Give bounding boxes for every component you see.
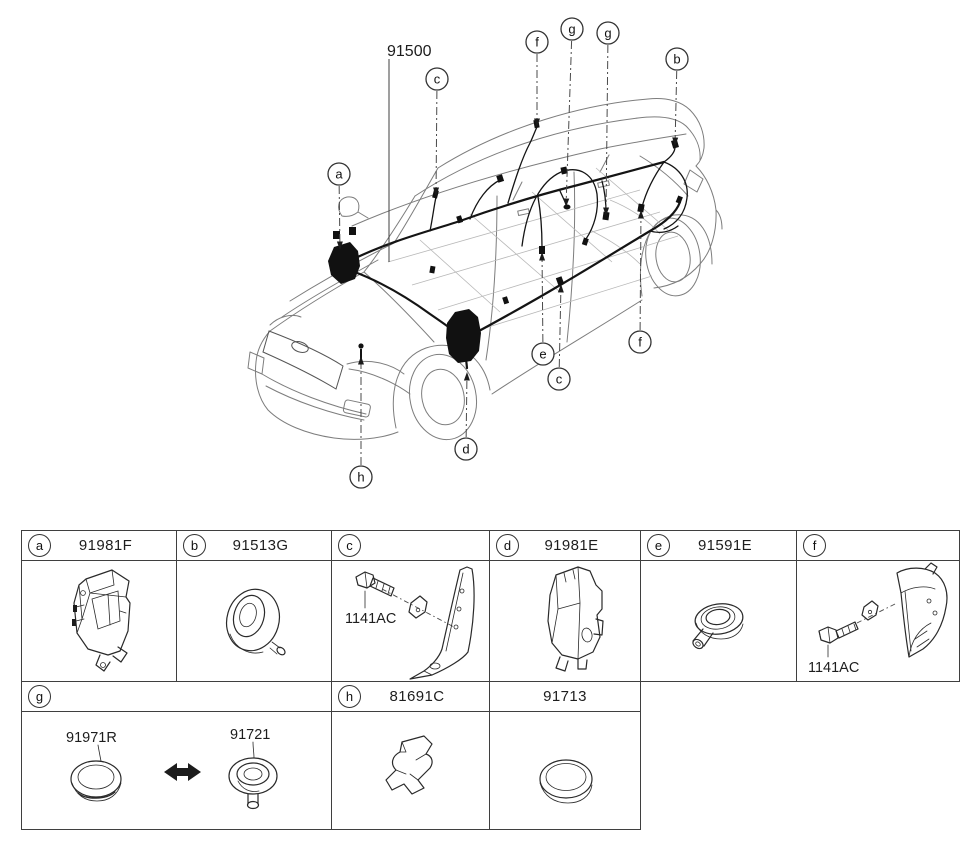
callout-circle-f (525, 30, 549, 54)
part-image-cell-b (176, 560, 332, 682)
part-image-cell-f: 1141AC (796, 560, 960, 682)
ring-grommet-sketch (228, 757, 278, 810)
plug-grommet-sketch (70, 760, 122, 802)
svg-text:c: c (434, 72, 441, 87)
svg-text:f: f (638, 335, 642, 350)
svg-text:g: g (604, 26, 611, 41)
part-number-label: 91981E (544, 537, 599, 554)
junction-block-sketch-d (547, 566, 604, 672)
callout-badge-h: h (338, 685, 361, 708)
bolt-icon (818, 621, 859, 644)
part-header-g: g (21, 681, 332, 712)
callout-e: e (531, 252, 555, 366)
callout-badge-f: f (803, 534, 826, 557)
callout-g: g (596, 21, 620, 216)
callout-g: g (560, 17, 584, 207)
part-image-cell-91713 (489, 711, 641, 830)
callout-b: b (665, 47, 689, 146)
part-header-b: b 91513G (176, 530, 332, 561)
part-number-label: 81691C (389, 688, 445, 705)
part-number-label: 91591E (697, 537, 753, 554)
grommet-left-label: 91971R (66, 730, 117, 746)
interchange-arrow-icon (164, 763, 201, 781)
quarter-panel-sketch (896, 562, 948, 658)
callout-badge-e: e (647, 534, 670, 557)
grommet-spout-sketch (692, 603, 744, 650)
harness-part-number: 91500 (387, 43, 432, 60)
callout-circle-c (425, 67, 449, 91)
callout-badge-g: g (28, 685, 51, 708)
bolt-part-label: 1141AC (808, 660, 859, 676)
callout-badge-c: c (338, 534, 361, 557)
callout-circle-h (349, 465, 373, 489)
callout-circle-f (628, 330, 652, 354)
bolt-and-pillar-sketch: 1141AC (345, 566, 475, 680)
part-image-cell-e (640, 560, 797, 682)
part-image-cell-d (489, 560, 641, 682)
interior-floor-lines (387, 167, 679, 335)
svg-text:d: d (462, 442, 469, 457)
callout-badge-a: a (28, 534, 51, 557)
svg-text:a: a (335, 167, 343, 182)
part-image-cell-g: 91971R 91721 (21, 711, 332, 830)
part-number-label: 91713 (543, 688, 587, 705)
svg-text:c: c (556, 372, 563, 387)
callout-badge-d: d (496, 534, 519, 557)
callout-circle-d (454, 437, 478, 461)
pillar-panel-sketch (409, 566, 475, 680)
callout-circle-a (327, 162, 351, 186)
callout-c: c (547, 284, 571, 391)
grommet-sketch-b (225, 588, 286, 656)
bolt-icon (355, 571, 395, 597)
part-header-f: f (796, 530, 960, 561)
svg-text:f: f (535, 35, 539, 50)
bolt-part-label: 1141AC (345, 611, 396, 627)
grommet-pair-sketch: 91971R 91721 (66, 727, 278, 810)
callout-f: f (525, 30, 549, 127)
grommet-right-label: 91721 (230, 727, 270, 743)
part-header-c: c (331, 530, 490, 561)
part-header-91713: 91713 (489, 681, 641, 712)
bolt-and-panel-sketch: 1141AC (808, 562, 948, 676)
svg-text:b: b (673, 52, 680, 67)
clamp-icon (861, 600, 879, 621)
svg-text:h: h (357, 470, 364, 485)
car-outline (247, 98, 723, 441)
clamp-icon (408, 595, 428, 619)
junction-block-sketch-a (72, 569, 131, 672)
part-number-label: 91513G (232, 537, 289, 554)
part-header-h: h 81691C (331, 681, 490, 712)
part-header-a: a 91981F (21, 530, 177, 561)
part-image-cell-c: 1141AC (331, 560, 490, 682)
part-image-cell-h (331, 711, 490, 830)
wire-clip-sketch (385, 735, 433, 795)
wiring-harness (328, 119, 688, 370)
vehicle-wiring-diagram: 91500 a b c c d e f f g g h (247, 17, 723, 489)
svg-text:e: e (539, 347, 546, 362)
part-header-e: e 91591E (640, 530, 797, 561)
callout-badge-b: b (183, 534, 206, 557)
callout-c: c (425, 67, 449, 196)
callout-circle-g (560, 17, 584, 41)
part-image-cell-a (21, 560, 177, 682)
callout-circle-g (596, 21, 620, 45)
callout-a: a (327, 162, 351, 250)
oval-plug-sketch (539, 759, 593, 804)
svg-text:g: g (568, 22, 575, 37)
callout-f: f (628, 210, 652, 354)
callout-d: d (454, 372, 478, 461)
callout-layer: a b c c d e f f g g h (327, 17, 689, 489)
part-header-d: d 91981E (489, 530, 641, 561)
callout-circle-e (531, 342, 555, 366)
callout-circle-c (547, 367, 571, 391)
callout-circle-b (665, 47, 689, 71)
harness-connectors (429, 119, 683, 305)
callout-h: h (349, 356, 373, 489)
part-number-label: 91981F (78, 537, 133, 554)
